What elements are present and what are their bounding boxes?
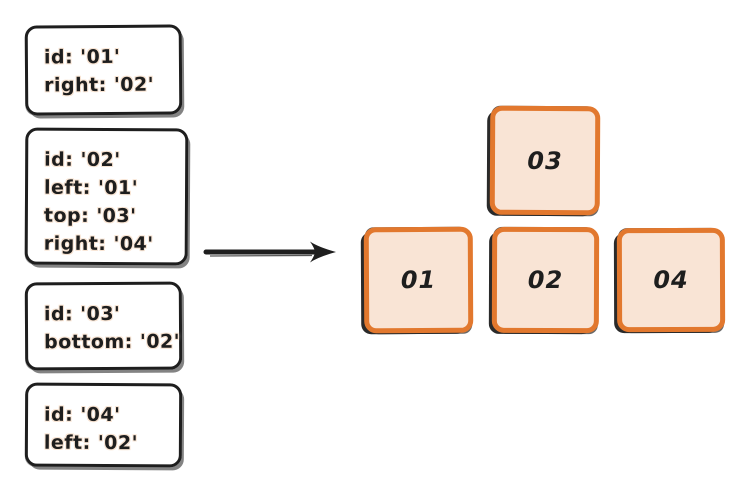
definition-card-04: id: '04' left: '02' xyxy=(24,382,183,468)
node-label: 01 xyxy=(400,265,437,295)
node-label: 02 xyxy=(527,265,564,295)
layout-node-01: 01 xyxy=(363,226,474,334)
node-label: 04 xyxy=(653,265,689,295)
layout-node-04: 04 xyxy=(616,227,726,333)
card-line: top: '03' xyxy=(43,204,137,228)
card-line: id: '03' xyxy=(43,302,121,326)
definition-card-01: id: '01' right: '02' xyxy=(24,24,183,116)
layout-node-02: 02 xyxy=(491,226,600,334)
card-line: right: '04' xyxy=(43,232,154,256)
card-line: left: '01' xyxy=(43,176,139,200)
layout-node-03: 03 xyxy=(489,105,601,216)
card-line: id: '02' xyxy=(44,148,121,172)
card-line: left: '02' xyxy=(43,431,139,455)
card-line: id: '04' xyxy=(43,403,121,427)
card-line: right: '02' xyxy=(44,73,155,97)
card-line: bottom: '02' xyxy=(44,330,181,354)
node-label: 03 xyxy=(527,146,563,175)
definition-card-03: id: '03' bottom: '02' xyxy=(24,281,183,371)
arrow-right-icon xyxy=(200,238,340,266)
definition-card-02: id: '02' left: '01' top: '03' right: '04… xyxy=(24,127,189,266)
card-line: id: '01' xyxy=(43,45,121,69)
